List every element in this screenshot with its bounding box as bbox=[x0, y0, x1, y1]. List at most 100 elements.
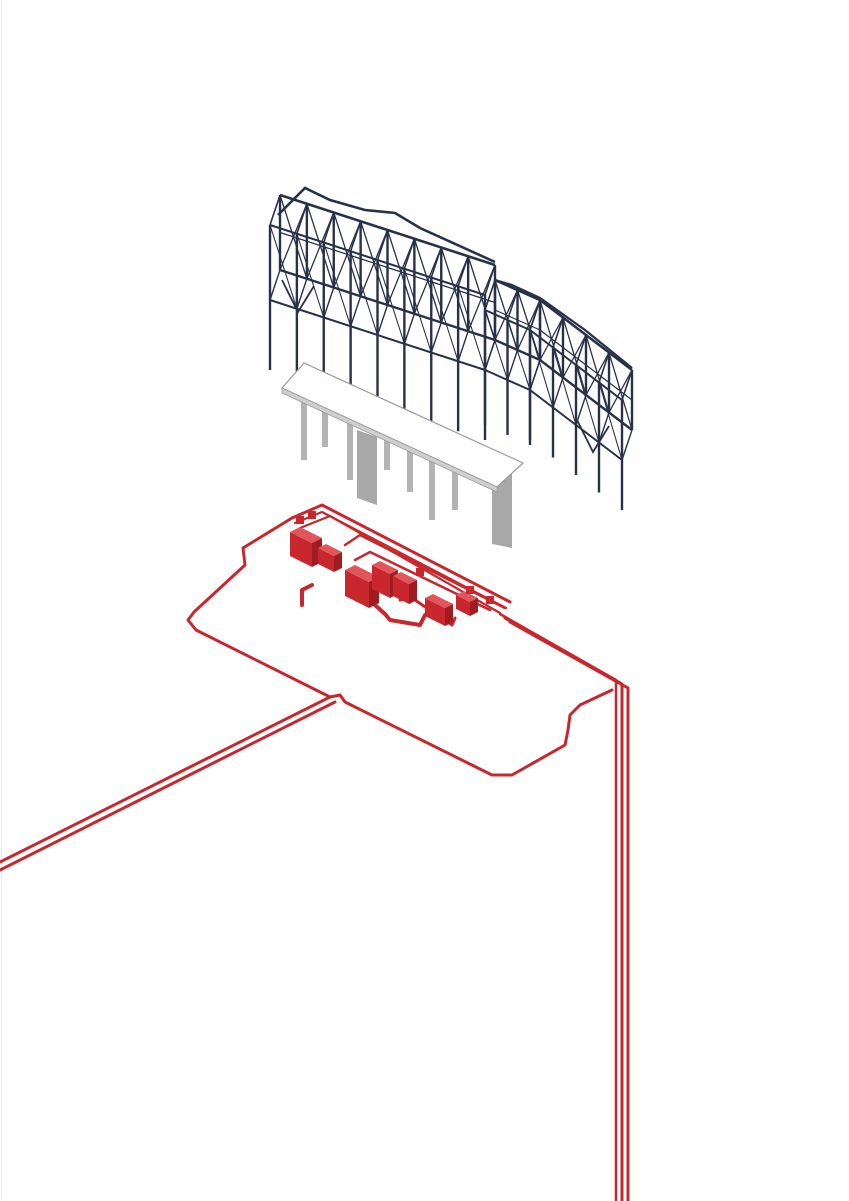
pipe-fitting bbox=[486, 596, 494, 604]
slab-column bbox=[452, 450, 458, 510]
equipment-unit-top bbox=[393, 572, 417, 584]
frame-back-chord bbox=[529, 389, 623, 461]
frame-tie bbox=[403, 238, 416, 270]
pipe-riser bbox=[498, 612, 618, 1201]
frame-tie bbox=[484, 279, 496, 311]
frame-tie bbox=[430, 322, 442, 353]
frame-tie bbox=[621, 369, 633, 401]
frame-roof-line bbox=[277, 186, 496, 264]
slab-wall bbox=[492, 474, 512, 548]
equipment-unit bbox=[425, 598, 445, 626]
frame-brace bbox=[376, 259, 405, 344]
frame-roof-line bbox=[494, 278, 633, 369]
pipe-fitting bbox=[308, 511, 316, 519]
pipe-loop bbox=[328, 688, 614, 777]
frame-brace bbox=[575, 364, 600, 443]
frame-rail bbox=[279, 231, 308, 242]
frame-tie bbox=[621, 429, 633, 461]
pipe-loop-small bbox=[373, 603, 427, 627]
equipment-unit-side bbox=[334, 552, 342, 572]
frame-tie bbox=[349, 296, 362, 327]
frame-tie bbox=[349, 220, 362, 252]
frame-rail bbox=[608, 382, 633, 401]
equipment-unit-top bbox=[290, 527, 322, 543]
equipment-unit-top bbox=[345, 565, 379, 582]
piping-system-layer bbox=[0, 503, 630, 1201]
frame-brace bbox=[403, 268, 432, 353]
slab-wall bbox=[357, 430, 377, 505]
slab-and-columns-layer bbox=[281, 362, 525, 548]
equipment-unit bbox=[345, 570, 369, 608]
frame-tie bbox=[376, 229, 389, 261]
frame-tie bbox=[430, 247, 443, 278]
frame-rail bbox=[585, 364, 610, 383]
equipment-unit-side bbox=[409, 580, 417, 604]
pipe-header bbox=[353, 550, 492, 612]
frame-tie bbox=[323, 287, 335, 318]
frame-rail bbox=[306, 240, 334, 251]
frame-tie bbox=[269, 194, 281, 226]
equipment-unit-top bbox=[456, 591, 478, 602]
frame-tie bbox=[529, 299, 541, 331]
frame-tie bbox=[598, 412, 610, 443]
frame-tie bbox=[296, 278, 308, 309]
frame-rail bbox=[562, 347, 587, 366]
frame-brace bbox=[506, 319, 531, 391]
frame-rail bbox=[539, 329, 564, 348]
pipe-riser bbox=[508, 620, 630, 1201]
frame-tie bbox=[457, 331, 469, 362]
pipe-header bbox=[290, 503, 512, 604]
frame-top-chord bbox=[539, 298, 633, 372]
page-edge-line bbox=[1, 0, 2, 1201]
frame-brace bbox=[430, 277, 459, 362]
frame-brace bbox=[457, 286, 486, 371]
equipment-unit-top bbox=[372, 561, 398, 574]
equipment-unit-top bbox=[318, 544, 342, 556]
frame-tie bbox=[457, 255, 469, 287]
frame-top-chord bbox=[279, 193, 496, 267]
frame-rail bbox=[441, 284, 469, 295]
frame-tie bbox=[484, 264, 496, 296]
pipe-stub bbox=[300, 583, 314, 607]
frame-back-chord bbox=[529, 329, 623, 401]
frame-rail bbox=[494, 309, 518, 321]
pipe-fitting bbox=[416, 568, 424, 576]
slab-column bbox=[429, 440, 435, 520]
pipe-run bbox=[0, 700, 337, 872]
frame-bottom-chord bbox=[279, 268, 496, 342]
slab-edge bbox=[281, 387, 498, 493]
frame-rail bbox=[333, 249, 361, 260]
slab-column bbox=[347, 412, 353, 480]
frame-tie bbox=[322, 212, 335, 243]
frame-back-chord bbox=[484, 309, 531, 331]
frame-tie bbox=[506, 349, 519, 381]
frame-brace bbox=[323, 242, 352, 327]
frame-tie bbox=[403, 313, 416, 344]
frame-back-chord bbox=[269, 299, 486, 371]
pipe-header bbox=[343, 533, 507, 610]
frame-back-chord bbox=[484, 369, 531, 391]
frame-tie bbox=[529, 359, 541, 391]
slab-top bbox=[281, 362, 525, 488]
equipment-unit-side bbox=[445, 604, 453, 626]
pipe-riser bbox=[503, 616, 624, 1201]
frame-brace bbox=[269, 224, 298, 309]
frame-hopper bbox=[281, 279, 315, 314]
equipment-unit-top bbox=[425, 594, 453, 608]
frame-tie bbox=[484, 339, 496, 371]
pipe-header bbox=[298, 514, 502, 615]
pipe-fitting bbox=[466, 586, 474, 594]
frame-tie bbox=[296, 203, 308, 235]
frame-tie bbox=[552, 377, 564, 408]
frame-brace bbox=[529, 329, 554, 408]
frame-brace bbox=[484, 309, 509, 381]
frame-tie bbox=[598, 352, 610, 383]
frame-rail bbox=[517, 319, 541, 331]
equipment-unit bbox=[393, 576, 409, 604]
equipment-unit bbox=[290, 532, 312, 567]
frame-bottom-chord bbox=[539, 359, 633, 431]
frame-brace bbox=[350, 251, 379, 336]
pipe-loop bbox=[186, 516, 332, 699]
